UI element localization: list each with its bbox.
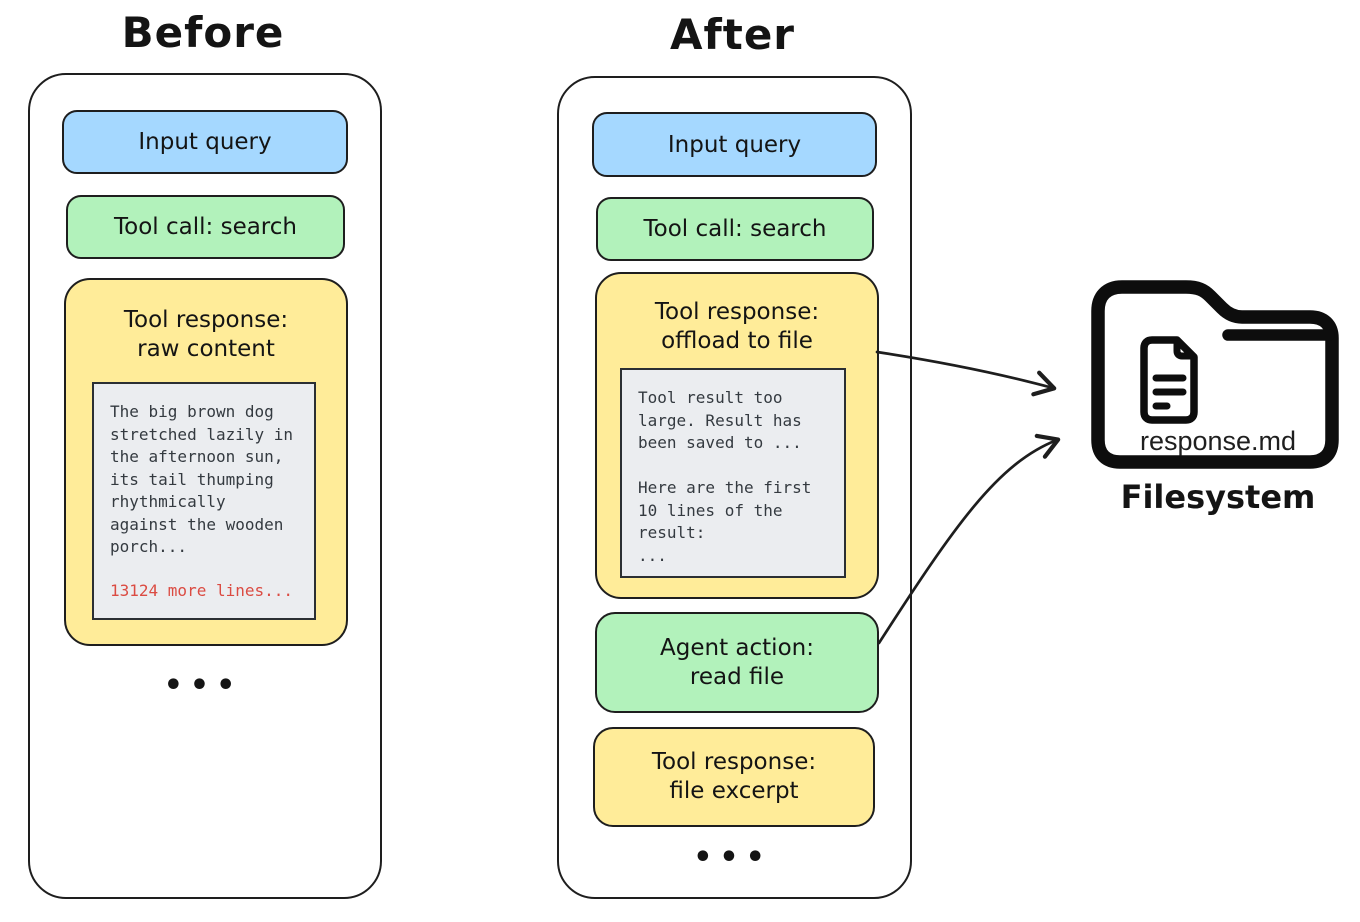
after-agent-action-box: Agent action: read file — [595, 612, 879, 713]
after-file-excerpt-label: Tool response: file excerpt — [651, 749, 817, 804]
before-tool-response-title: Tool response: raw content — [123, 307, 289, 362]
before-raw-content-text: The big brown dog stretched lazily in th… — [110, 402, 294, 556]
after-tool-call-label: Tool call: search — [643, 216, 827, 242]
before-raw-content-panel: The big brown dog stretched lazily in th… — [92, 382, 316, 620]
after-ellipsis: ••• — [693, 840, 772, 875]
after-offload-panel: Tool result too large. Result has been s… — [620, 368, 846, 578]
file-name-label: response.md — [1139, 426, 1297, 456]
before-input-query-label: Input query — [138, 129, 272, 155]
document-icon — [1140, 336, 1198, 424]
before-ellipsis: ••• — [163, 668, 243, 703]
before-tool-call-label: Tool call: search — [114, 214, 297, 240]
after-input-query-box: Input query — [592, 112, 877, 177]
before-more-lines-text: 13124 more lines... — [110, 580, 294, 600]
before-tool-call-box: Tool call: search — [66, 195, 345, 259]
before-title: Before — [121, 8, 285, 57]
after-file-excerpt-box: Tool response: file excerpt — [593, 727, 875, 827]
after-tool-response-box: Tool response: offload to file Tool resu… — [595, 272, 879, 599]
after-tool-response-title: Tool response: offload to file — [654, 299, 820, 354]
after-agent-action-label: Agent action: read file — [660, 634, 814, 690]
after-title: After — [669, 10, 796, 59]
before-tool-response-box: Tool response: raw content The big brown… — [64, 278, 348, 646]
before-input-query-box: Input query — [62, 110, 348, 174]
after-tool-call-box: Tool call: search — [596, 197, 874, 261]
filesystem-label: Filesystem — [1120, 478, 1316, 516]
after-input-query-label: Input query — [667, 131, 802, 158]
after-offload-text: Tool result too large. Result has been s… — [638, 388, 812, 565]
folder-icon — [1091, 280, 1339, 469]
